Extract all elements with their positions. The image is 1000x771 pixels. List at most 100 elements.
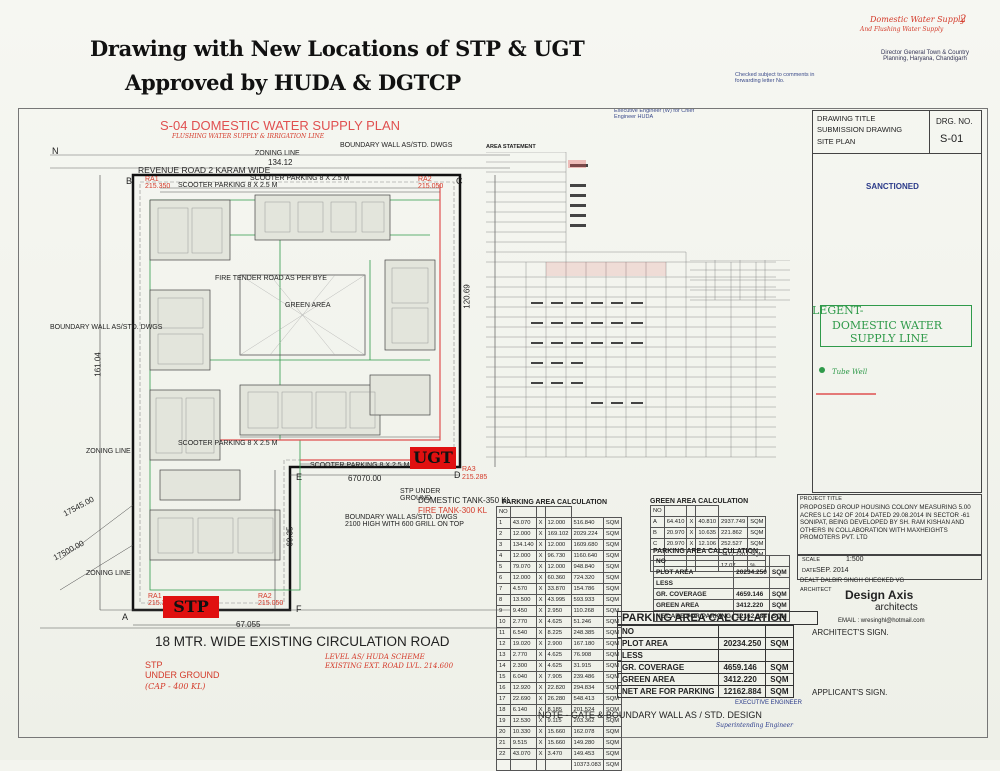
table-cell: 9: [496, 605, 511, 617]
corner-e: E: [296, 472, 303, 482]
north-label: N: [52, 146, 59, 156]
table-cell: 4.570: [509, 583, 537, 595]
table-cell: 12.000: [544, 539, 572, 551]
table-cell: SQM: [602, 737, 623, 749]
table-cell: 221.862: [718, 527, 749, 539]
scale-value: 1:500: [846, 556, 864, 563]
supdt-stamp: Superintending Engineer: [716, 722, 794, 729]
table-cell: SQM: [602, 561, 623, 573]
table-row: NO: [496, 506, 622, 518]
area-statement-grid: [486, 152, 776, 458]
table-cell: SQM: [768, 588, 790, 600]
table-cell: SQM: [602, 726, 623, 738]
table-cell: SQM: [602, 550, 623, 562]
table-cell: 18: [496, 704, 511, 716]
table-cell: PLOT AREA: [616, 637, 720, 650]
table-cell: 15.660: [544, 737, 572, 749]
table-cell: 31.915: [570, 660, 604, 672]
table-cell: X: [535, 693, 546, 705]
table-cell: 96.730: [544, 550, 572, 562]
table-cell: SQM: [765, 637, 794, 650]
table-row: LESS: [652, 577, 790, 589]
table-cell: 12162.884: [733, 610, 770, 622]
table-cell: 13.500: [509, 594, 537, 606]
table-row: LESS: [616, 649, 794, 662]
ra2-label: RA2: [418, 176, 432, 183]
table-cell: 6.040: [509, 671, 537, 683]
table-cell: [765, 649, 794, 662]
green-area-label: GREEN AREA: [285, 302, 331, 309]
table-cell: SQM: [768, 566, 790, 578]
header-line-2: Approved by HUDA & DGTCP: [125, 70, 461, 95]
table-cell: 10.330: [509, 726, 537, 738]
table-cell: NET ARE FOR PARKING: [616, 685, 720, 698]
table-cell: 16: [496, 682, 511, 694]
table-cell: 20234.250: [718, 637, 767, 650]
scooter-label-3: SCOOTER PARKING 8 X 2.5 M: [178, 440, 278, 447]
table-cell: SQM: [602, 748, 623, 760]
ra2-value: 215.050: [418, 183, 444, 190]
table-cell: 6: [496, 572, 511, 584]
table-cell: SQM: [602, 594, 623, 606]
boundary-top-label: BOUNDARY WALL AS/STD. DWGS: [340, 142, 453, 149]
stp-under-ground: STP UNDER GROUND: [400, 488, 441, 502]
table-cell: X: [535, 737, 546, 749]
corner-f: F: [296, 604, 302, 614]
table-cell: X: [535, 572, 546, 584]
table-cell: 19.020: [509, 638, 537, 650]
table-cell: X: [535, 561, 546, 573]
table-cell: GR. COVERAGE: [652, 588, 735, 600]
table-cell: 9.515: [509, 737, 537, 749]
table-cell: SQM: [602, 759, 623, 771]
tube-well-icon: [819, 367, 825, 373]
table-cell: SQM: [602, 528, 623, 540]
table-cell: A: [650, 516, 665, 528]
table-cell: 12: [496, 638, 511, 650]
dealt-row: DEALT DALBIR SINGH CHECKED VG: [800, 578, 904, 584]
exec-eng-stamp: Executive Engineer (W) for Chief Enginee…: [614, 108, 695, 120]
table-cell: 7.905: [544, 671, 572, 683]
table-cell: 8.225: [544, 627, 572, 639]
table-cell: 11: [496, 627, 511, 639]
table-cell: X: [535, 682, 546, 694]
table-cell: 20: [496, 726, 511, 738]
table-cell: 5: [496, 561, 511, 573]
scale-label: SCALE: [802, 557, 821, 563]
plan-subtitle: FLUSHING WATER SUPPLY & IRRIGATION LINE: [172, 133, 325, 140]
scooter-label-2: SCOOTER PARKING 8 X 2.5 M: [250, 175, 350, 182]
road-top-label: REVENUE ROAD 2 KARAM WIDE: [138, 165, 271, 175]
table-cell: 239.486: [570, 671, 604, 683]
table-cell: NO: [616, 625, 720, 638]
table-cell: SQM: [765, 673, 794, 686]
ext-road-note: EXISTING EXT. ROAD LVL. 214.600: [325, 662, 454, 670]
applicant-sign-label: APPLICANT'S SIGN.: [812, 688, 888, 697]
legend-box: [820, 305, 972, 347]
table-cell: X: [535, 649, 546, 661]
table-cell: 21: [496, 737, 511, 749]
table-cell: 26.280: [544, 693, 572, 705]
ra1-label: RA1: [145, 176, 159, 183]
scooter-label-4: SCOOTER PARKING 8 X 2.5 M: [310, 462, 410, 469]
parking-small-title: PARKING AREA CALCULATION: [502, 499, 607, 506]
table-cell: 548.413: [570, 693, 604, 705]
title-block-column: [812, 152, 982, 493]
parking-big-title: PARKING AREA CALCULATION: [617, 611, 818, 625]
right-area-table: [690, 260, 790, 301]
table-cell: 22: [496, 748, 511, 760]
table-cell: GREEN AREA: [616, 673, 720, 686]
level-note: LEVEL AS/ HUDA SCHEME: [325, 653, 425, 661]
table-cell: [544, 506, 572, 518]
table-cell: 6.540: [509, 627, 537, 639]
table-cell: 1160.640: [570, 550, 604, 562]
table-cell: 167.180: [570, 638, 604, 650]
table-cell: 12.000: [544, 561, 572, 573]
